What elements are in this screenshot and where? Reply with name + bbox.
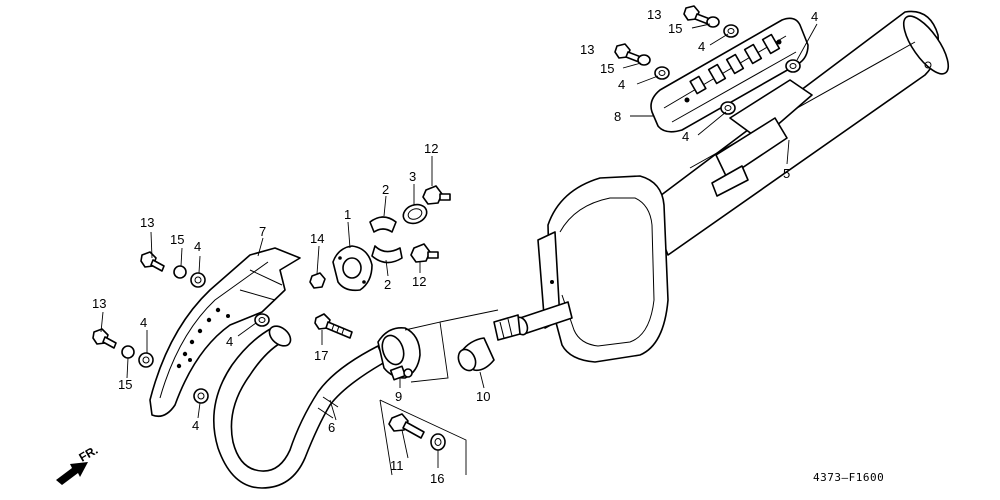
- callout-4: 4: [698, 39, 705, 54]
- heat-shield: [650, 17, 809, 133]
- collar-lower: [371, 245, 403, 264]
- callout-12: 12: [424, 141, 438, 156]
- callout-13: 13: [140, 215, 154, 230]
- callout-4: 4: [140, 315, 147, 330]
- bolt-13-left-a: [140, 251, 165, 272]
- callout-17: 17: [314, 348, 328, 363]
- nut-14: [309, 272, 326, 289]
- collar-upper: [369, 216, 397, 233]
- washer-15-left-a: [173, 265, 187, 279]
- washer-15-upper-b: [637, 54, 651, 66]
- callout-labels: 1 2 2 3 12 12 14 7 17 6 9 10 11 16 5 8 4…: [92, 7, 818, 486]
- callout-13: 13: [647, 7, 661, 22]
- flange-nut-upper: [422, 185, 451, 205]
- rubber-4-left-d: [193, 388, 209, 404]
- callout-4: 4: [226, 334, 233, 349]
- callout-3: 3: [409, 169, 416, 184]
- leader-lines: [100, 23, 818, 476]
- callout-15: 15: [118, 377, 132, 392]
- callout-7: 7: [259, 224, 266, 239]
- callout-8: 8: [614, 109, 621, 124]
- callout-12: 12: [412, 274, 426, 289]
- rubber-4-upper-c: [785, 59, 801, 73]
- callout-4: 4: [192, 418, 199, 433]
- callout-11: 11: [390, 458, 404, 473]
- rubber-4-left-c: [254, 313, 270, 327]
- washer-16: [430, 433, 446, 451]
- washer-15-left-b: [121, 345, 135, 359]
- callout-15: 15: [668, 21, 682, 36]
- joint-clamp: [377, 326, 421, 381]
- exhaust-pipe: [213, 325, 386, 489]
- callout-13: 13: [580, 42, 594, 57]
- muffler-body: [493, 10, 950, 363]
- callout-10: 10: [476, 389, 490, 404]
- front-direction-label: FR.: [77, 443, 101, 465]
- rubber-4-upper-d: [720, 101, 736, 115]
- callout-16: 16: [430, 471, 444, 486]
- front-direction-arrow: [56, 462, 88, 485]
- callout-15: 15: [170, 232, 184, 247]
- callout-1: 1: [344, 207, 351, 222]
- washer-15-upper-a: [706, 16, 720, 28]
- callout-9: 9: [395, 389, 402, 404]
- callout-4: 4: [194, 239, 201, 254]
- bolt-13-upper-b: [614, 43, 642, 63]
- callout-4: 4: [811, 9, 818, 24]
- gasket: [457, 337, 495, 372]
- callout-4: 4: [682, 129, 689, 144]
- flange-ring: [402, 203, 428, 225]
- figure-code: 4373–F1600: [813, 471, 884, 484]
- rubber-4-left-b: [138, 352, 154, 368]
- flange-nut-lower: [410, 243, 439, 263]
- callout-4: 4: [618, 77, 625, 92]
- callout-5: 5: [783, 166, 790, 181]
- rubber-4-upper-b: [654, 66, 670, 80]
- callout-2: 2: [384, 277, 391, 292]
- callout-15: 15: [600, 61, 614, 76]
- rubber-4-left-a: [190, 272, 206, 288]
- callout-6: 6: [328, 420, 335, 435]
- bolt-13-left-b: [92, 328, 117, 349]
- callout-14: 14: [310, 231, 324, 246]
- callout-2: 2: [382, 182, 389, 197]
- callout-13: 13: [92, 296, 106, 311]
- gasket-plate: [332, 245, 373, 292]
- bolt-13-upper-a: [683, 5, 711, 25]
- muffler-protector: [149, 247, 301, 418]
- bolt-17: [314, 313, 353, 339]
- bolt-11: [388, 413, 425, 439]
